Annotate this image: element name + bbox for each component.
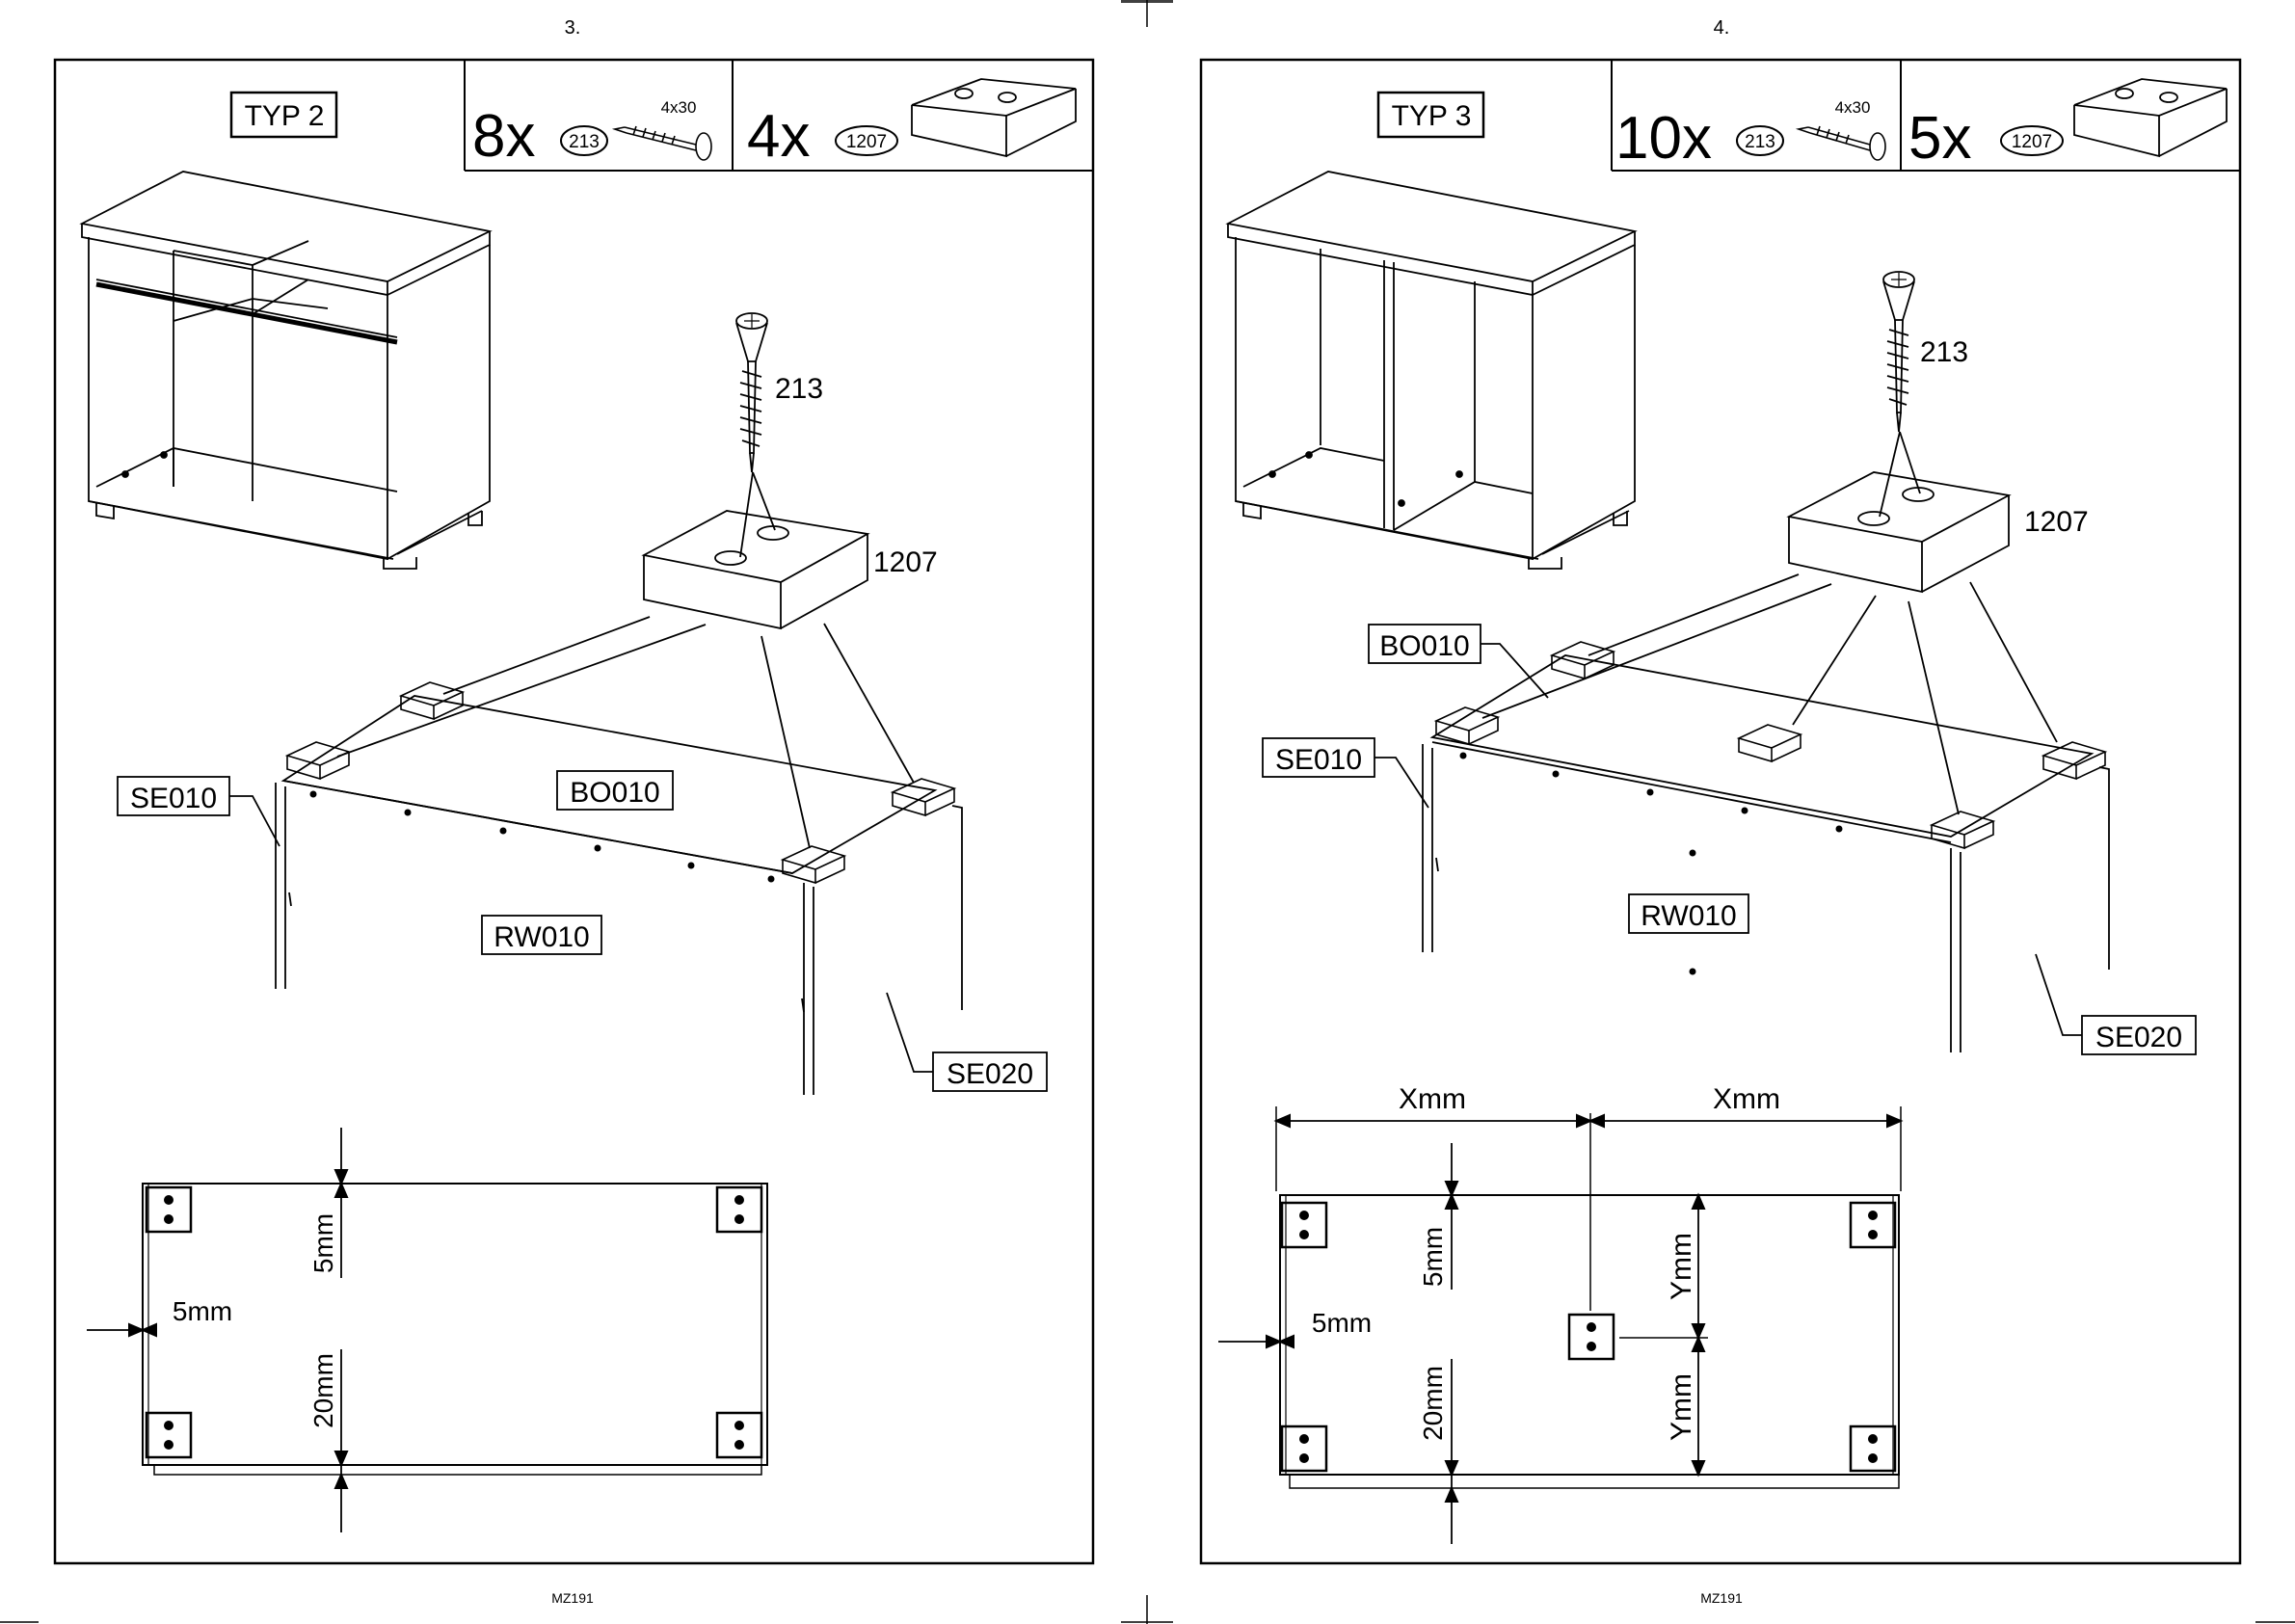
dim-x-left: Xmm [1399,1083,1466,1115]
assembly-exploded-view: 213 1207 [1263,272,2196,1054]
leveling-block-1207 [1789,472,2009,592]
leveling-block-icon [912,79,1076,156]
page-number: 3. [565,17,581,39]
leveling-block-icon [2074,79,2227,156]
foot-marker [1282,1203,1326,1247]
screw-icon [1799,126,1885,160]
cabinet-type2-illustration [82,172,490,569]
parts-header: TYP 2 8x 213 4x30 4x 1207 [231,60,1093,171]
page-frame [1201,60,2240,1563]
dim-top-offset: 5mm [1418,1227,1448,1287]
foot-marker [1569,1315,1614,1359]
screw-part-number: 213 [569,132,600,152]
dim-y-bottom: Ymm [1666,1373,1697,1441]
back-callout: RW010 [1641,900,1737,932]
dim-back-offset: 20mm [1418,1366,1448,1441]
foot-marker [147,1413,191,1457]
block-callout: 1207 [873,546,938,578]
side-left-callout: SE010 [130,783,217,814]
block-quantity: 4x [747,103,810,170]
side-right-callout: SE020 [2095,1022,2182,1053]
side-right-callout: SE020 [947,1058,1033,1090]
cabinet-type3-illustration [1228,172,1635,569]
page-left: 3. TYP 2 8x 213 4x30 4x 1207 [55,17,1093,1606]
type-label: TYP 2 [245,100,325,132]
placement-plan: 5mm 5mm 20mm [87,1128,767,1532]
footer-code: MZ191 [551,1590,594,1606]
block-part-number: 1207 [2012,132,2052,152]
side-left-callout: SE010 [1275,744,1362,776]
dim-y-top: Ymm [1666,1233,1697,1300]
screw-213-illustration [736,313,775,557]
screw-quantity: 8x [472,103,535,170]
dim-side-offset: 5mm [1312,1308,1372,1338]
assembly-exploded-view: 213 1207 [118,313,1047,1095]
block-part-number: 1207 [846,132,887,152]
foot-marker [1282,1426,1326,1471]
screw-size: 4x30 [661,98,697,117]
parts-header: TYP 3 10x 213 4x30 5x 1207 [1378,60,2240,172]
dim-top-offset: 5mm [308,1213,338,1273]
placement-plan: Xmm Xmm Ymm Ymm 5mm 5mm 20m [1218,1083,1901,1544]
type-label: TYP 3 [1392,100,1472,132]
footer-code: MZ191 [1700,1590,1743,1606]
dim-back-offset: 20mm [308,1353,338,1428]
foot-marker [147,1187,191,1232]
foot-marker [1851,1203,1895,1247]
screw-part-number: 213 [1745,132,1775,152]
dim-side-offset: 5mm [173,1296,232,1326]
screw-quantity: 10x [1615,105,1712,172]
back-callout: RW010 [494,921,590,953]
page-right: 4. TYP 3 10x 213 4x30 5x 1207 [1201,17,2240,1606]
bottom-callout: BO010 [570,777,659,809]
screw-callout: 213 [1920,336,1968,368]
block-callout: 1207 [2024,506,2089,538]
block-quantity: 5x [1908,105,1971,172]
dim-x-right: Xmm [1713,1083,1780,1115]
foot-marker [717,1413,761,1457]
bottom-callout: BO010 [1379,630,1469,662]
screw-icon [615,126,711,160]
foot-marker [1851,1426,1895,1471]
screw-callout: 213 [775,373,823,405]
page-number: 4. [1714,17,1730,39]
leveling-block-1207 [644,511,867,628]
foot-marker [717,1187,761,1232]
screw-size: 4x30 [1835,98,1871,117]
